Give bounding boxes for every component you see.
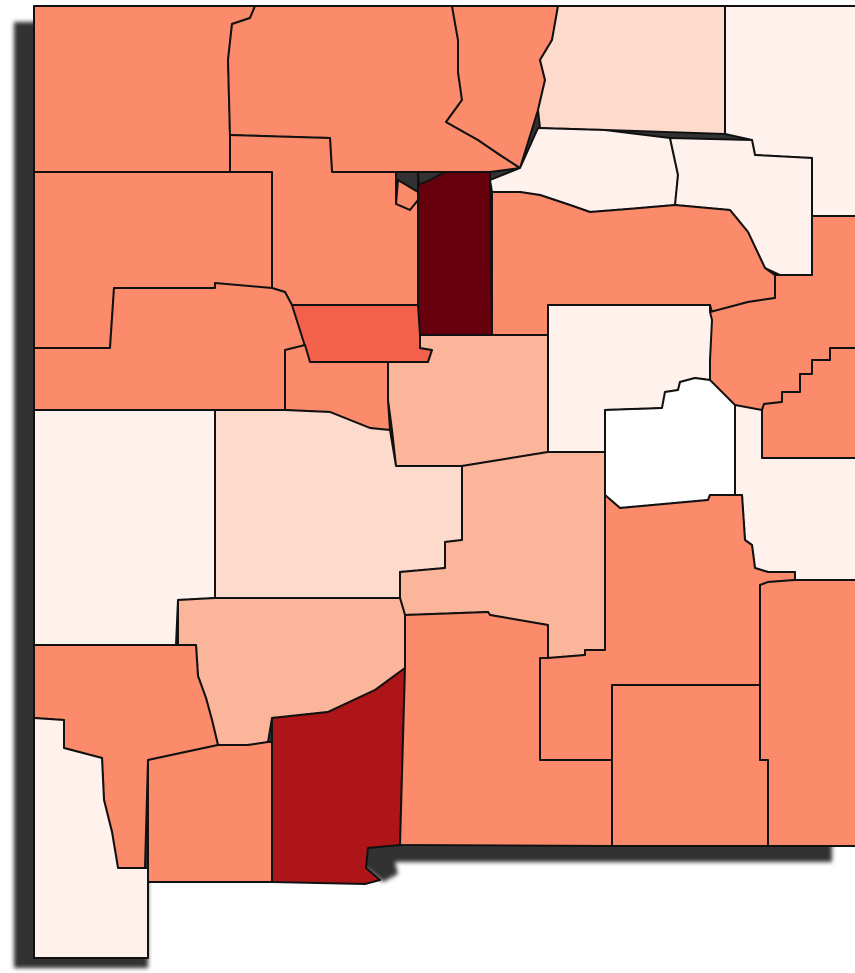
county-harding[interactable] bbox=[669, 137, 813, 276]
county-san-juan[interactable] bbox=[33, 5, 256, 173]
county-eddy[interactable] bbox=[611, 684, 769, 847]
county-colfax[interactable] bbox=[537, 5, 726, 135]
county-bernalillo[interactable] bbox=[291, 304, 433, 363]
county-dona-ana[interactable] bbox=[271, 667, 406, 885]
county-santa-fe[interactable] bbox=[417, 171, 493, 336]
county-luna[interactable] bbox=[147, 741, 273, 883]
county-lea[interactable] bbox=[759, 579, 855, 847]
county-layer bbox=[33, 5, 855, 959]
county-hidalgo[interactable] bbox=[33, 717, 149, 959]
county-otero[interactable] bbox=[399, 611, 613, 847]
